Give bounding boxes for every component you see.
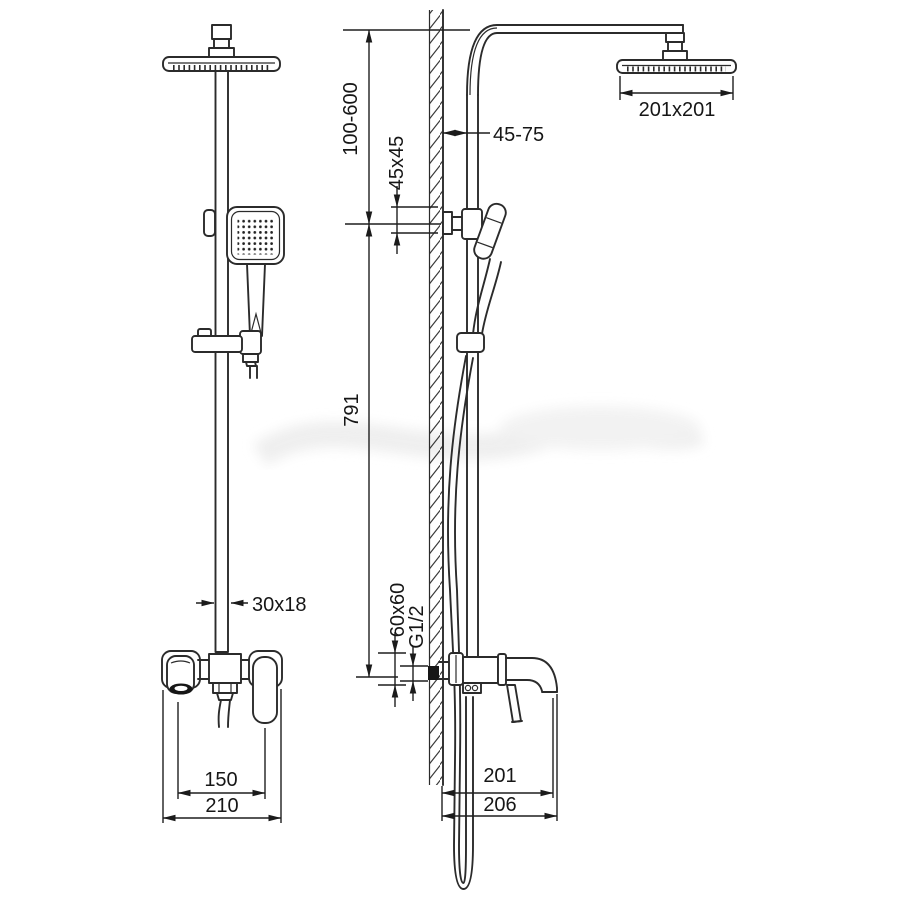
wall-bracket-side	[442, 208, 483, 240]
head-collar	[208, 47, 235, 58]
hand-shower-handle	[246, 263, 266, 337]
dim-label-arm-height: 100-600	[340, 82, 362, 155]
spray-dots	[237, 217, 275, 255]
side-view: 100-600 791 45x45 45-75 201x	[340, 9, 737, 890]
mixer-handle-front	[252, 656, 278, 724]
wall-hatching	[429, 10, 443, 785]
slider-bracket-side	[456, 332, 485, 353]
wall-supply-nipple	[428, 666, 439, 680]
mixer-side	[428, 652, 558, 723]
dim-handle-spacing: 150	[177, 702, 266, 799]
hose-front	[217, 699, 222, 728]
riser-and-arm-inner	[477, 32, 684, 96]
hose-nut	[242, 353, 259, 363]
dim-label-handle-spacing: 150	[204, 769, 237, 791]
dim-label-bar-height: 791	[341, 393, 363, 426]
head-nut-side	[665, 32, 685, 43]
dim-escutcheon: 60x60	[378, 583, 409, 707]
rain-head-side	[616, 32, 737, 74]
dim-label-bar-profile: 30x18	[252, 594, 307, 616]
dim-wall-clearance: 45-75	[442, 124, 544, 146]
dim-label-head-size: 201x201	[639, 99, 716, 121]
hand-shower-handle-side	[472, 258, 491, 335]
dim-label-thread: G1/2	[406, 605, 428, 648]
dim-head-size: 201x201	[619, 76, 734, 121]
riser-and-arm-outer	[466, 24, 684, 96]
dim-mixer-width: 210	[162, 689, 282, 823]
slider-body	[191, 335, 243, 353]
handle-notch	[250, 311, 262, 334]
hose-elbow	[239, 330, 262, 355]
dim-bar-profile: 30x18	[196, 594, 307, 616]
dim-label-escutcheon: 60x60	[387, 583, 409, 638]
dim-thread: G1/2	[400, 605, 428, 701]
rain-head-disc-side	[616, 59, 737, 74]
hand-shower-head-side	[473, 202, 507, 260]
mixer-lever-side	[506, 684, 522, 723]
dim-label-spout-reach-overall: 206	[483, 794, 516, 816]
dim-wall-bracket: 45x45	[386, 136, 438, 254]
wall	[428, 9, 444, 786]
front-view: 30x18 150 210	[161, 24, 307, 823]
dim-label-mixer-width: 210	[205, 795, 238, 817]
rain-head-front	[162, 24, 281, 72]
mixer-body-side	[462, 656, 499, 684]
dim-label-wall-clearance: 45-75	[493, 124, 544, 146]
hand-shower-hose-side	[447, 355, 474, 890]
shower-bar-front	[214, 70, 229, 653]
mixer-front	[161, 650, 283, 728]
dim-label-wall-bracket: 45x45	[386, 136, 408, 191]
spout-side	[505, 657, 558, 693]
head-collar-side	[662, 50, 688, 61]
dim-spout-reach-overall: 206	[441, 694, 558, 821]
watermark	[252, 406, 705, 467]
shower-pipe-side	[466, 24, 684, 658]
dim-arm-height: 100-600	[340, 29, 470, 225]
hose-connector-nut	[212, 682, 238, 694]
dim-label-spout-reach: 201	[483, 765, 516, 787]
hand-shower-side	[456, 202, 507, 353]
head-nut	[211, 24, 232, 40]
slider-bracket-front	[191, 328, 262, 379]
mixer-body-front	[208, 653, 242, 684]
holder-clip	[203, 209, 216, 237]
spout-flange	[497, 653, 507, 686]
bracket-sleeve	[461, 208, 483, 240]
hand-shower-front	[203, 206, 285, 337]
bracket-wall-plate	[442, 211, 453, 235]
dim-bar-height: 791	[341, 223, 398, 678]
